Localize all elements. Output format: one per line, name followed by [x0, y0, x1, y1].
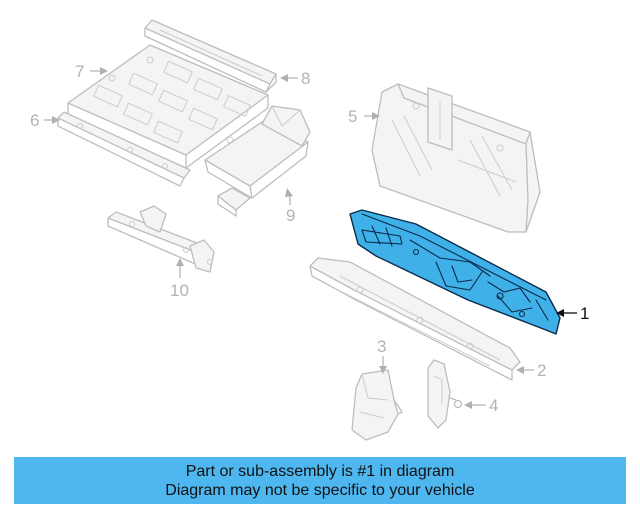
part-3-side-bracket[interactable]	[351, 369, 403, 441]
part-6-cross-member[interactable]	[57, 111, 191, 187]
part-8-upper-rail[interactable]	[144, 19, 277, 93]
part-2-rear-lower-panel[interactable]	[309, 257, 521, 381]
callout-10[interactable]: 10	[170, 281, 189, 300]
part-1-highlighted-panel[interactable]	[349, 209, 561, 335]
parts-diagram: 1 2 3 4 5 6 7 8 9 10	[30, 19, 589, 441]
part-4-bolt-bracket[interactable]	[427, 359, 463, 429]
callout-9[interactable]: 9	[286, 206, 295, 225]
banner-line-disclaimer: Diagram may not be specific to your vehi…	[165, 481, 475, 499]
info-banner: Part or sub-assembly is #1 in diagram Di…	[14, 457, 626, 504]
callout-5[interactable]: 5	[348, 107, 357, 126]
callout-8[interactable]: 8	[301, 69, 310, 88]
part-7-rear-shelf[interactable]	[67, 44, 269, 169]
callout-3[interactable]: 3	[377, 337, 386, 356]
callout-2[interactable]: 2	[537, 361, 546, 380]
callout-6[interactable]: 6	[30, 111, 39, 130]
part-10-lower-brace[interactable]	[107, 205, 215, 273]
callout-7[interactable]: 7	[75, 62, 84, 81]
banner-line-part-number: Part or sub-assembly is #1 in diagram	[185, 462, 455, 480]
callout-1[interactable]: 1	[580, 304, 589, 323]
callout-4[interactable]: 4	[489, 396, 498, 415]
part-5-seat-back[interactable]	[371, 83, 541, 233]
part-9-bracket[interactable]	[204, 105, 311, 217]
callout-leaders	[44, 67, 577, 409]
callout-labels: 1 2 3 4 5 6 7 8 9 10	[30, 62, 589, 415]
